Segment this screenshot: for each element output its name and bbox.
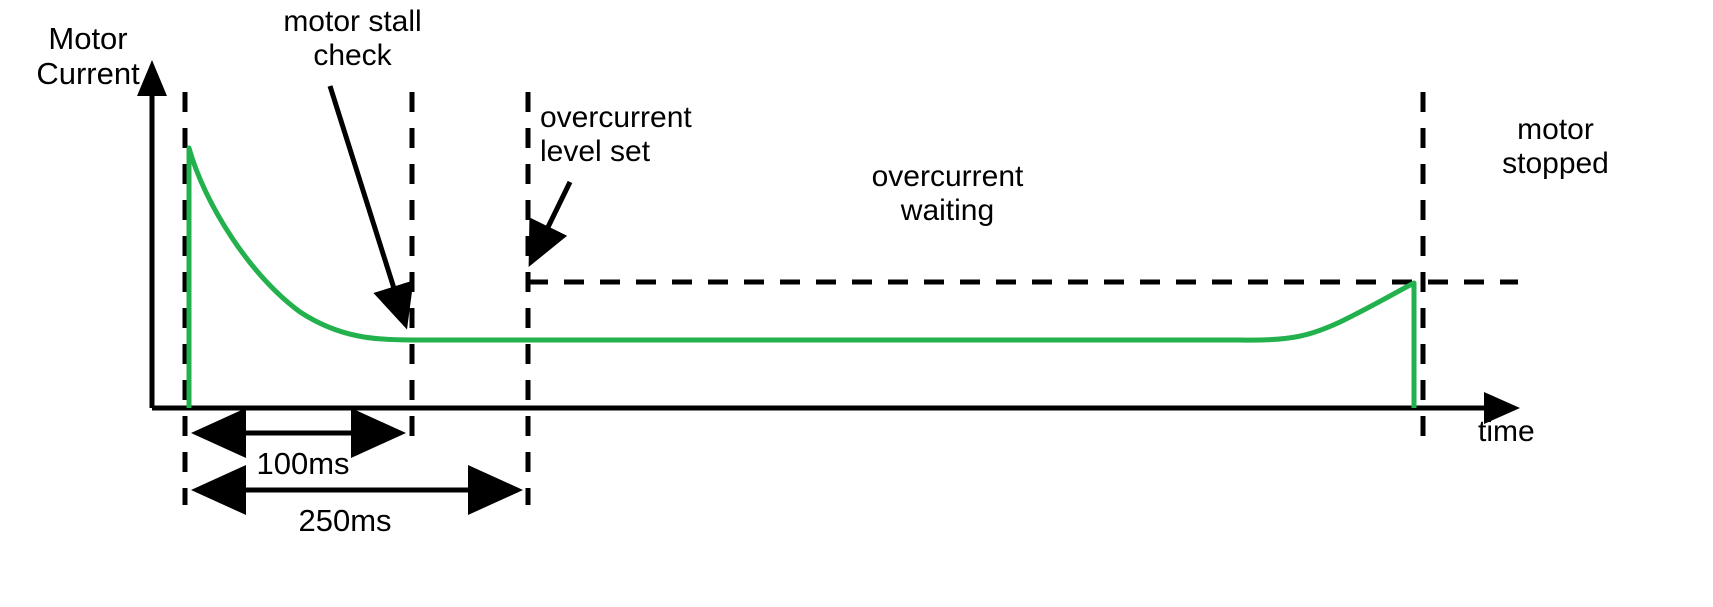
annotation-motor-stall-check: motor stall check (283, 5, 422, 72)
dimension-label-250ms: 250ms (298, 503, 392, 538)
motor-current-curve (186, 145, 1417, 408)
dimension-label-100ms: 100ms (256, 446, 350, 481)
y-axis-label: Motor Current (36, 21, 140, 91)
overcurrent-level-set-pointer-arrow (528, 180, 573, 267)
motor-stall-check-pointer-arrow (327, 85, 414, 330)
y-axis (137, 60, 167, 408)
annotation-overcurrent-waiting: overcurrent waiting (871, 160, 1024, 227)
annotation-overcurrent-level-set: overcurrent level set (540, 101, 692, 168)
annotation-motor-stopped: motor stopped (1502, 113, 1609, 180)
x-axis (152, 392, 1520, 424)
x-axis-label: time (1478, 415, 1535, 448)
